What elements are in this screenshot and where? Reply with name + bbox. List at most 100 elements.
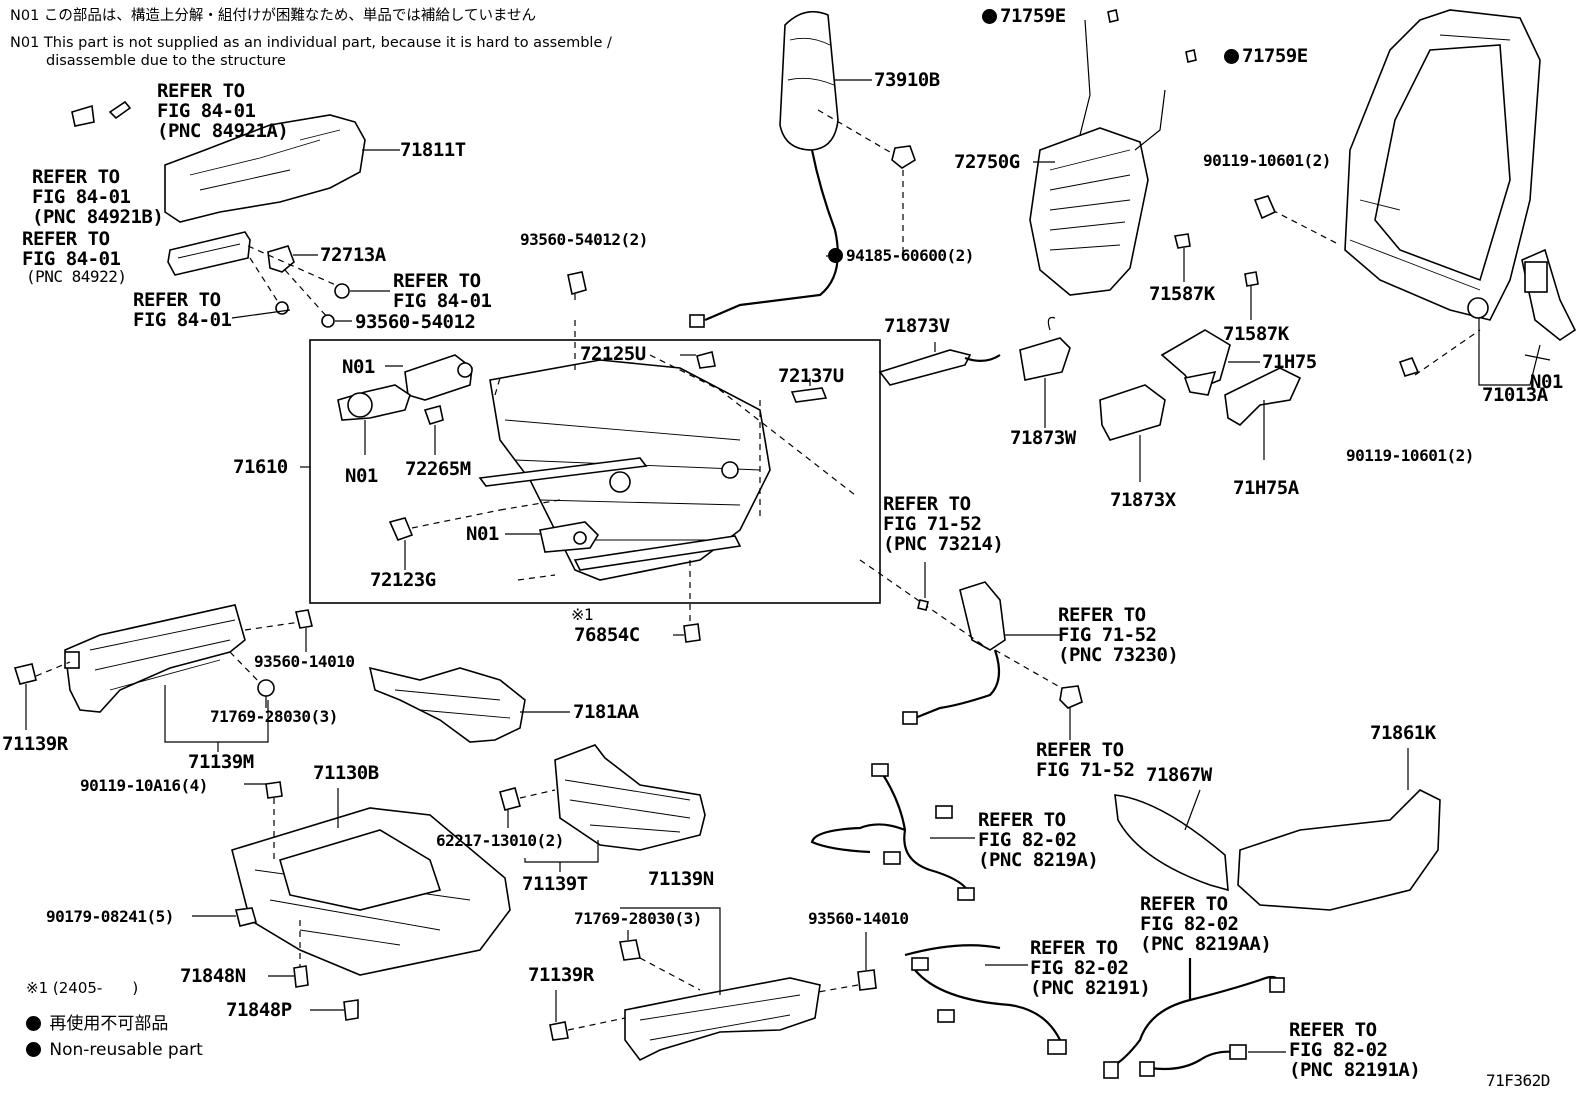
label-93560-14010-a[interactable]: 93560-14010 — [254, 652, 355, 671]
label-72123G[interactable]: 72123G — [370, 569, 436, 591]
label-90179[interactable]: 90179-08241(5) — [46, 907, 174, 926]
bracket-71H75 — [1160, 329, 1260, 396]
harness-8219A — [810, 763, 975, 901]
label-71769-a[interactable]: 71769-28030(3) — [210, 707, 338, 726]
label-62217[interactable]: 62217-13010(2) — [436, 831, 564, 850]
label-76854C[interactable]: 76854C — [574, 624, 640, 646]
harness-82191A — [1139, 1044, 1286, 1077]
wire-71873V — [878, 342, 1001, 386]
label-72125U[interactable]: 72125U — [580, 343, 646, 365]
label-93560-14010-b[interactable]: 93560-14010 — [808, 909, 909, 928]
cover-71861K — [1237, 748, 1441, 911]
label-71848P[interactable]: 71848P — [226, 999, 292, 1021]
label-90119-10601-b[interactable]: 90119-10601(2) — [1346, 446, 1474, 465]
label-72713A[interactable]: 72713A — [320, 244, 386, 266]
label-n01-d[interactable]: N01 — [1530, 371, 1563, 393]
shield-71139N — [624, 977, 821, 1062]
label-n01-b[interactable]: N01 — [345, 465, 378, 487]
label-73910B[interactable]: 73910B — [874, 69, 940, 91]
ref-84922-pnc: (PNC 84922) — [26, 267, 127, 286]
label-71759E-b[interactable]: 71759E — [1224, 46, 1308, 66]
clip-72123G — [388, 517, 414, 542]
label-93560-54012[interactable]: 93560-54012 — [355, 311, 476, 333]
label-71873X[interactable]: 71873X — [1110, 489, 1176, 511]
clip-72125U — [696, 351, 716, 369]
harness-82191 — [904, 944, 1067, 1055]
legend-mark1-range: ※1 (2405- ) — [26, 979, 139, 997]
label-n01-c[interactable]: N01 — [466, 523, 499, 545]
clip-72265M — [423, 405, 444, 425]
label-71587K-a[interactable]: 71587K — [1149, 283, 1215, 305]
seatback-frame-71013A — [1344, 9, 1541, 321]
label-7181AA[interactable]: 7181AA — [573, 701, 639, 723]
label-71139N[interactable]: 71139N — [648, 868, 714, 890]
clip-84921B — [71, 104, 95, 127]
ref-82191[interactable]: REFER TO FIG 82-02 (PNC 82191) — [1030, 937, 1151, 999]
ref-84921B[interactable]: REFER TO FIG 84-01 (PNC 84921B) — [32, 166, 164, 228]
non-reusable-dot-icon — [828, 248, 843, 263]
label-71139T[interactable]: 71139T — [522, 873, 588, 895]
nut-94185 — [891, 145, 916, 169]
note-n01-en-2: disassemble due to the structure — [46, 53, 286, 69]
label-71139R-b[interactable]: 71139R — [528, 964, 594, 986]
ref-73214[interactable]: REFER TO FIG 71-52 (PNC 73214) — [883, 493, 1004, 555]
cover-71867W — [1114, 789, 1229, 892]
label-71811T[interactable]: 71811T — [400, 139, 466, 161]
label-71610[interactable]: 71610 — [233, 456, 288, 478]
non-reusable-dot-icon — [1224, 49, 1239, 64]
label-94185[interactable]: 94185-60600(2) — [828, 246, 974, 265]
note-n01-jp: N01 この部品は、構造上分解・組付けが困難なため、単品では補給していません — [10, 8, 537, 24]
legend-nonreuse-en-text: Non-reusable part — [49, 1040, 203, 1060]
label-93560-54012-2[interactable]: 93560-54012(2) — [520, 230, 648, 249]
label-71867W[interactable]: 71867W — [1146, 764, 1212, 786]
ref-7152[interactable]: REFER TO FIG 71-52 — [1036, 739, 1135, 781]
ref-8219AA[interactable]: REFER TO FIG 82-02 (PNC 8219AA) — [1140, 893, 1272, 955]
label-71013A[interactable]: 71013A — [1482, 384, 1548, 406]
bracket-7181AA — [368, 666, 570, 743]
recliner-motor-N01 — [1521, 248, 1577, 341]
label-71130B[interactable]: 71130B — [313, 762, 379, 784]
cushion-panel-71811T — [164, 114, 400, 223]
ref-8219A[interactable]: REFER TO FIG 82-02 (PNC 8219A) — [978, 809, 1099, 871]
label-90119-10A16[interactable]: 90119-10A16(4) — [80, 776, 208, 795]
label-71873V[interactable]: 71873V — [884, 315, 950, 337]
bracket-71873W — [1019, 316, 1071, 428]
ref-84922[interactable]: REFER TO FIG 84-01 — [22, 228, 121, 270]
pad-72137U — [790, 387, 828, 403]
side-airbag-73910B — [689, 10, 872, 328]
label-71848N[interactable]: 71848N — [180, 965, 246, 987]
label-71759E-a[interactable]: 71759E — [982, 6, 1066, 26]
ref-84921A[interactable]: REFER TO FIG 84-01 (PNC 84921A) — [157, 80, 289, 142]
label-71861K[interactable]: 71861K — [1370, 722, 1436, 744]
ref-73230[interactable]: REFER TO FIG 71-52 (PNC 73230) — [1058, 604, 1179, 666]
label-72750G[interactable]: 72750G — [954, 151, 1020, 173]
label-72265M[interactable]: 72265M — [405, 458, 471, 480]
label-71873W[interactable]: 71873W — [1010, 427, 1076, 449]
non-reusable-dot-icon — [982, 9, 997, 24]
cushion-frame-71130B — [231, 807, 511, 976]
label-71H75A[interactable]: 71H75A — [1233, 477, 1299, 499]
assembly-box-71610 — [309, 339, 881, 604]
legend-nonreuse-en: Non-reusable part — [26, 1037, 203, 1063]
non-reusable-dot-icon — [26, 1016, 41, 1031]
shield-71139M — [64, 604, 246, 713]
ref-84-b[interactable]: REFER TO FIG 84-01 — [133, 289, 232, 331]
legend-nonreuse-jp: 再使用不可部品 — [26, 1011, 168, 1037]
legend-nonreuse-jp-text: 再使用不可部品 — [49, 1014, 169, 1034]
seatback-frame-72750G — [1029, 19, 1166, 296]
label-71769-b[interactable]: 71769-28030(3) — [574, 909, 702, 928]
label-71759E-a-text: 71759E — [1000, 5, 1066, 27]
motor-N01-lower — [539, 521, 600, 553]
ref-82191A[interactable]: REFER TO FIG 82-02 (PNC 82191A) — [1289, 1019, 1421, 1081]
label-71139R-a[interactable]: 71139R — [2, 733, 68, 755]
seat-adjuster-71610 — [478, 359, 771, 581]
label-71587K-b[interactable]: 71587K — [1223, 323, 1289, 345]
label-n01-a[interactable]: N01 — [342, 356, 375, 378]
ref-84-a[interactable]: REFER TO FIG 84-01 — [393, 270, 492, 312]
label-72137U[interactable]: 72137U — [778, 365, 844, 387]
label-94185-text: 94185-60600(2) — [846, 246, 974, 265]
label-71139M[interactable]: 71139M — [188, 751, 254, 773]
label-90119-10601-a[interactable]: 90119-10601(2) — [1203, 151, 1331, 170]
label-71H75[interactable]: 71H75 — [1262, 351, 1317, 373]
